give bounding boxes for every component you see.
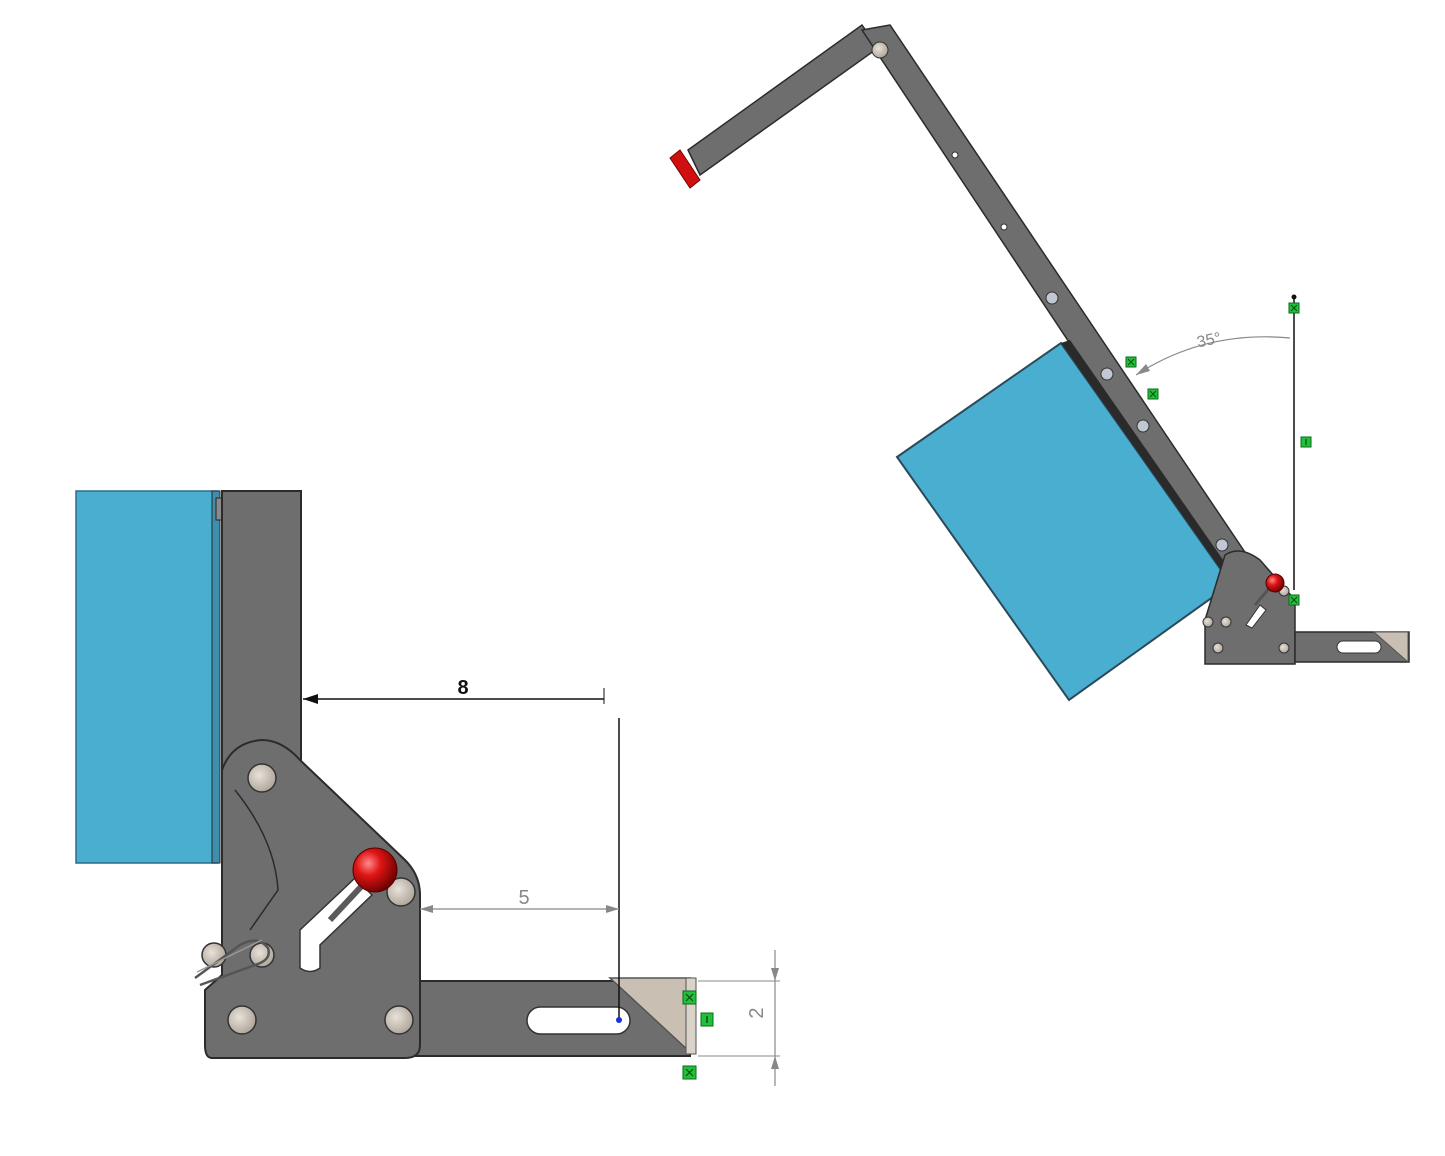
blue-panel-tilted bbox=[895, 341, 1233, 702]
overview-view-right: 35° bbox=[669, 23, 1410, 702]
dimension-8-label: 8 bbox=[457, 677, 468, 699]
constraint-marker-icon bbox=[1147, 388, 1159, 400]
adjust-slot bbox=[526, 1006, 631, 1035]
bolt-icon bbox=[384, 1005, 414, 1035]
constraint-marker-icon bbox=[700, 1012, 714, 1027]
dimension-2-label: 2 bbox=[746, 1007, 768, 1018]
handle-knob-icon[interactable] bbox=[352, 847, 398, 893]
dimension-5-label: 5 bbox=[518, 887, 529, 909]
constraint-marker-icon bbox=[1125, 356, 1137, 368]
constraint-marker-icon bbox=[682, 990, 697, 1005]
bolt-icon bbox=[227, 1005, 257, 1035]
constraint-marker-icon bbox=[1300, 436, 1312, 448]
detail-view-left: 8 5 2 bbox=[75, 490, 780, 1086]
handle-slot bbox=[299, 876, 374, 973]
bolt-icon bbox=[386, 877, 416, 907]
constraint-marker-icon bbox=[1288, 302, 1300, 314]
side-plate bbox=[204, 738, 421, 1059]
clip-pin bbox=[194, 939, 270, 987]
handle-knob-icon[interactable] bbox=[1265, 573, 1285, 593]
constraint-marker-icon bbox=[1288, 594, 1300, 606]
upper-arm bbox=[687, 23, 880, 177]
blue-panel bbox=[75, 490, 219, 864]
bolt-icon bbox=[247, 763, 277, 793]
constraint-marker-icon bbox=[682, 1065, 697, 1080]
angle-35-label: 35° bbox=[1195, 330, 1222, 352]
red-end-cap bbox=[669, 149, 701, 189]
